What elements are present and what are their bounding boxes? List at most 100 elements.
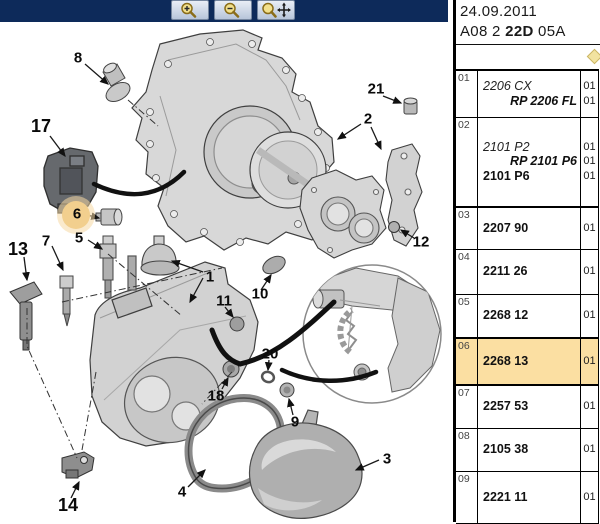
panel-divider <box>453 0 456 522</box>
callout-2[interactable]: 2 <box>363 110 373 128</box>
toolbar-spacer <box>0 0 171 1</box>
callout-8[interactable]: 8 <box>73 49 83 67</box>
callout-13[interactable]: 13 <box>7 239 29 259</box>
callout-21[interactable]: 21 <box>367 80 385 98</box>
leader-lines <box>22 63 415 499</box>
callout-4[interactable]: 4 <box>177 483 187 501</box>
zoom-toolbar <box>0 0 448 22</box>
row-quantities: 01 <box>581 386 598 428</box>
plug-10[interactable] <box>260 253 288 278</box>
row-labels: 2207 90 <box>478 208 581 249</box>
row-labels: 2221 11 <box>478 472 581 523</box>
washer-20[interactable] <box>260 370 276 384</box>
bracket-14[interactable] <box>61 451 95 479</box>
row-number: 04 <box>456 250 478 294</box>
part-label: 2105 38 <box>483 442 529 457</box>
callout-7[interactable]: 7 <box>41 232 51 250</box>
reference-code: A08 2 22D 05A <box>460 23 566 40</box>
part-quantity: 01 <box>583 354 596 367</box>
row-quantities: 01 <box>581 208 598 249</box>
part-quantity: 01 <box>583 140 596 153</box>
zoom-in-button[interactable] <box>171 0 209 20</box>
row-number: 02 <box>456 118 478 206</box>
row-labels: 2268 13 <box>478 339 581 384</box>
parts-row-05[interactable]: 05 2268 12 01 <box>456 295 598 339</box>
zoom-out-magnifier-icon <box>224 2 240 18</box>
nut-12[interactable] <box>388 221 400 233</box>
callout-highlight-circle <box>57 196 95 234</box>
row-labels: 2105 38 <box>478 429 581 471</box>
part-label: 2257 53 <box>483 399 529 414</box>
gearbox-case[interactable] <box>89 255 259 455</box>
part-label: RP 2101 P6 <box>510 154 577 169</box>
sensor-13[interactable] <box>9 281 43 351</box>
part-quantity: 01 <box>583 400 596 413</box>
callout-9[interactable]: 9 <box>290 413 300 431</box>
part-label: RP 2206 FL <box>510 93 577 108</box>
zoom-in-magnifier-icon <box>181 2 197 18</box>
callout-12[interactable]: 12 <box>412 233 430 251</box>
row-quantities: 01 <box>581 429 598 471</box>
magnified-detail-inset[interactable] <box>302 264 442 404</box>
end-plate[interactable] <box>299 169 387 259</box>
pointer-swooshes <box>91 169 379 383</box>
callout-6[interactable]: 6 <box>72 205 82 223</box>
part-quantity: 01 <box>583 309 596 322</box>
part-label: 2101 P6 <box>483 168 530 183</box>
callout-17[interactable]: 17 <box>30 116 52 136</box>
reference-prefix: A08 2 <box>460 23 506 40</box>
bolt-21[interactable] <box>403 97 418 115</box>
callout-3[interactable]: 3 <box>382 450 392 468</box>
callout-1[interactable]: 1 <box>205 268 215 286</box>
catalog-date: 24.09.2011 <box>460 3 537 20</box>
row-quantities: 01 <box>581 250 598 294</box>
zoom-pan-button[interactable] <box>257 0 295 20</box>
part-label: 2206 CX <box>483 79 532 93</box>
exploded-diagram <box>9 29 442 519</box>
part-quantity: 01 <box>583 443 596 456</box>
row-quantities: 01 <box>581 295 598 337</box>
shift-dome[interactable] <box>140 235 180 276</box>
row-number: 09 <box>456 472 478 523</box>
plug-6[interactable] <box>95 208 123 226</box>
row-number: 03 <box>456 208 478 249</box>
callout-18[interactable]: 18 <box>207 387 225 405</box>
callout-11[interactable]: 11 <box>216 292 232 310</box>
zoom-out-button[interactable] <box>214 0 252 20</box>
part-quantity: 01 <box>583 155 596 168</box>
part-label: 2268 12 <box>483 308 529 323</box>
sensor-5[interactable] <box>99 235 117 299</box>
row-number: 01 <box>456 71 478 117</box>
row-labels: 2268 12 <box>478 295 581 337</box>
plug-9[interactable] <box>279 382 295 398</box>
cap-11[interactable] <box>229 316 245 332</box>
row-quantities: 01 <box>581 472 598 523</box>
zoom-pan-magnifier-icon <box>262 2 291 18</box>
part-label: 2101 P2 <box>483 139 530 154</box>
highlight-marker-icon <box>586 48 600 65</box>
callout-20[interactable]: 20 <box>261 345 279 363</box>
part-label: 2221 11 <box>483 489 528 504</box>
cover-shell-3[interactable] <box>248 409 363 519</box>
parts-row-09[interactable]: 09 2221 11 01 <box>456 472 598 524</box>
row-labels: 2211 26 <box>478 250 581 294</box>
gasket-4[interactable] <box>184 393 285 493</box>
callout-5[interactable]: 5 <box>74 229 84 247</box>
row-number: 05 <box>456 295 478 337</box>
callout-14[interactable]: 14 <box>57 495 79 515</box>
part-label: 2268 13 <box>483 353 529 368</box>
reference-bold: 22D <box>505 23 534 40</box>
callout-10[interactable]: 10 <box>251 285 269 303</box>
